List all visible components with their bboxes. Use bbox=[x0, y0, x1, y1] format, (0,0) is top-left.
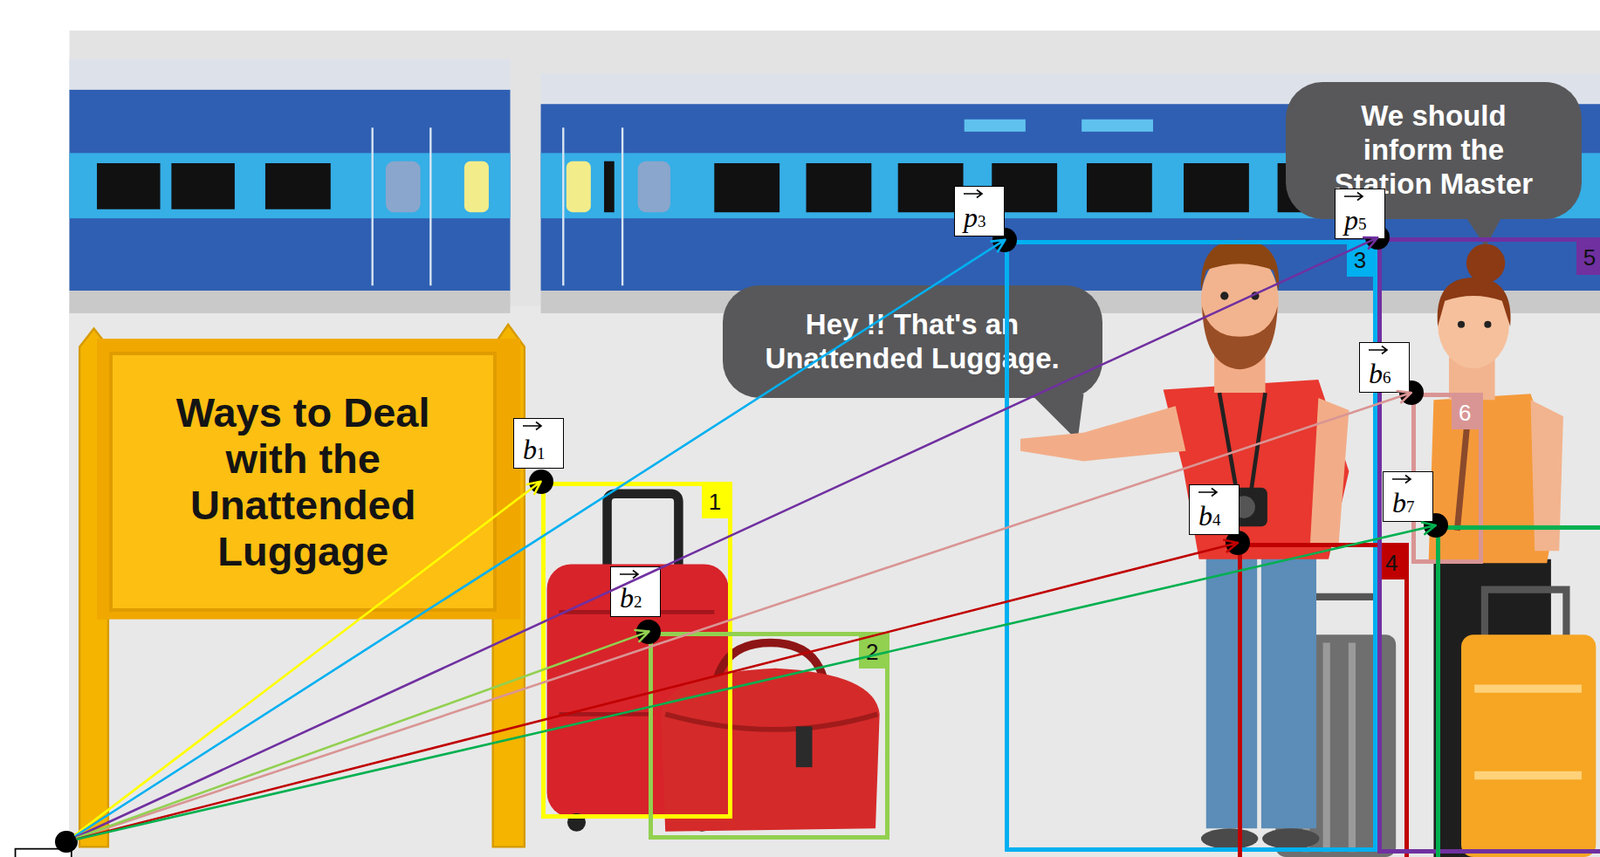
vector-arrow-connector bbox=[75, 481, 541, 836]
train-panel bbox=[964, 119, 1026, 132]
beard bbox=[1201, 306, 1278, 370]
callout-number: 4 bbox=[1378, 547, 1405, 580]
sign-frame bbox=[96, 338, 521, 619]
eye bbox=[1457, 321, 1465, 329]
vector-arrow bbox=[521, 420, 543, 432]
train-window bbox=[385, 161, 421, 213]
suitcase-handle bbox=[1484, 590, 1567, 639]
speech-text: Hey !! That's an Unattended Luggage. bbox=[746, 308, 1079, 377]
vector-label-box: p3 bbox=[954, 185, 1005, 237]
vector-label-box: b1 bbox=[513, 418, 564, 469]
red-bag bbox=[661, 668, 880, 832]
jeans bbox=[1206, 550, 1317, 829]
anchor-dot bbox=[636, 619, 661, 645]
eye bbox=[1483, 321, 1491, 329]
arm bbox=[1310, 398, 1349, 543]
origin-point bbox=[54, 830, 78, 854]
train-windows bbox=[96, 161, 1343, 213]
vector-arrow bbox=[618, 569, 640, 580]
vector-label-box: b2 bbox=[610, 566, 661, 618]
eye bbox=[1220, 291, 1229, 300]
vector-arrow-connector bbox=[76, 237, 1379, 838]
hair bbox=[1201, 240, 1279, 291]
vector-arrow-line bbox=[963, 189, 982, 198]
vector-arrow bbox=[1197, 487, 1219, 498]
vector-arrow-line bbox=[522, 422, 542, 431]
speech-tail bbox=[1465, 216, 1503, 248]
red-shirt bbox=[1163, 379, 1350, 560]
vector-arrow bbox=[1367, 344, 1389, 356]
vector-arrow-line bbox=[1344, 192, 1363, 201]
train-doors bbox=[372, 127, 623, 286]
shoe bbox=[1262, 828, 1319, 849]
vector-label: b7 bbox=[1392, 488, 1415, 517]
sign-board: Ways to Deal with the Unattended Luggage bbox=[109, 351, 497, 612]
bounding-box: b44 bbox=[1237, 542, 1409, 857]
hair bbox=[1437, 277, 1511, 327]
pointing-arm bbox=[1020, 405, 1186, 461]
train-light bbox=[464, 161, 489, 213]
anchor-dot bbox=[528, 469, 554, 495]
vector-label: b6 bbox=[1368, 359, 1392, 388]
hair-bun bbox=[1466, 243, 1505, 282]
train-light bbox=[566, 161, 591, 213]
train-window bbox=[638, 161, 671, 213]
vector-arrow-line bbox=[1198, 488, 1217, 497]
train-roof bbox=[68, 59, 510, 92]
speech-bubble: We should inform the Station Master bbox=[1285, 82, 1582, 220]
train-panel bbox=[1081, 119, 1154, 132]
vector-arrow bbox=[962, 188, 984, 200]
vector-label-box: p5 bbox=[1334, 188, 1386, 240]
vector-label: b2 bbox=[619, 583, 643, 612]
suitcase-handle bbox=[607, 494, 680, 568]
speech-bubble: Hey !! That's an Unattended Luggage. bbox=[722, 285, 1103, 399]
vector-label-box: b4 bbox=[1188, 484, 1240, 536]
vector-label-box: b6 bbox=[1359, 342, 1410, 393]
bounding-box: b7 bbox=[1435, 525, 1600, 857]
sign-text: Ways to Deal with the Unattended Luggage bbox=[150, 389, 456, 575]
bounding-box: p55b66b7 bbox=[1377, 237, 1600, 854]
vector-label: b4 bbox=[1198, 501, 1222, 530]
vector-arrow-connector bbox=[76, 391, 1412, 838]
train-undercarriage bbox=[68, 290, 510, 314]
shoe bbox=[1201, 828, 1258, 849]
vector-arrow-connector bbox=[76, 521, 1436, 839]
speech-text: We should inform the Station Master bbox=[1314, 99, 1552, 202]
callout-number: 2 bbox=[858, 636, 886, 669]
vector-arrow-connector bbox=[76, 540, 1238, 840]
callout-number: 1 bbox=[701, 486, 728, 519]
vector-label: p5 bbox=[1344, 206, 1367, 234]
vector-arrow bbox=[1391, 473, 1413, 485]
bounding-box: b11 bbox=[541, 481, 734, 819]
vector-arrow bbox=[1343, 191, 1365, 202]
camera-strap bbox=[1219, 392, 1266, 492]
bounding-box: b22 bbox=[648, 631, 890, 840]
yellow-suitcase bbox=[1461, 634, 1596, 857]
vector-arrow-connector bbox=[76, 630, 649, 838]
scene-background bbox=[68, 30, 1600, 857]
bag-flap bbox=[665, 714, 878, 730]
callout-number: 5 bbox=[1576, 241, 1600, 275]
vector-arrow-line bbox=[619, 569, 639, 578]
bag-strap bbox=[796, 726, 813, 768]
eye bbox=[1250, 291, 1259, 300]
vector-label: b1 bbox=[522, 435, 546, 464]
vector-label-box: b7 bbox=[1382, 471, 1434, 522]
suitcase-stripes bbox=[1474, 688, 1582, 776]
vector-arrow-line bbox=[1392, 475, 1411, 484]
vector-label: p3 bbox=[963, 203, 987, 232]
callout-number: 3 bbox=[1346, 244, 1374, 277]
vector-arrow-line bbox=[1368, 345, 1388, 354]
vector-arrow-connector bbox=[75, 240, 1006, 837]
callout-number: 6 bbox=[1451, 397, 1478, 430]
